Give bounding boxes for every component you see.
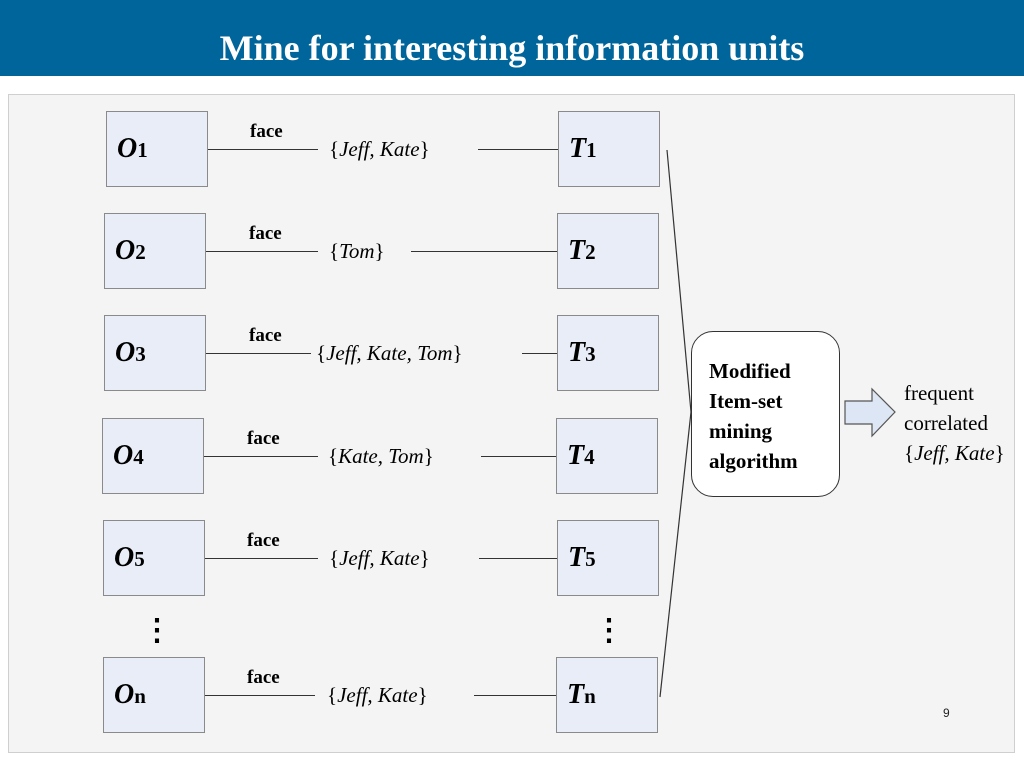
result-label: frequent correlated {Jeff, Kate} [904,381,1005,465]
object-node-o1: O1 [106,111,208,187]
transaction-node-t2: T2 [557,213,659,289]
edge-label-face-4: face [247,428,280,449]
edge-label-face-5: face [247,530,280,551]
edge-line-t1 [478,149,558,151]
edge-label-face-3: face [249,325,282,346]
result-arrow [844,387,896,438]
algorithm-label: Modified Item-set mining algorithm [709,359,798,473]
ellipsis-transactions: ⋮ [594,616,624,646]
set-label-n: {Jeff, Kate} [327,683,428,707]
edge-line-t5 [479,558,557,560]
object-node-o3: O3 [104,315,206,391]
object-node-on: On [103,657,205,733]
edge-line-o1 [208,149,318,151]
slide-title: Mine for interesting information units [219,28,805,68]
set-label-1: {Jeff, Kate} [329,137,430,161]
edge-line-o5 [205,558,318,560]
algorithm-box: Modified Item-set mining algorithm [691,331,840,497]
edge-line-tn [474,695,556,697]
page-number: 9 [943,706,950,720]
transaction-node-t5: T5 [557,520,659,596]
edge-line-t3 [522,353,557,355]
transaction-node-t1: T1 [558,111,660,187]
set-label-5: {Jeff, Kate} [329,546,430,570]
edge-line-t4 [481,456,556,458]
edge-line-on [205,695,315,697]
edge-label-face-n: face [247,667,280,688]
converge-line-bottom [659,411,692,698]
set-label-4: {Kate, Tom} [328,444,434,468]
set-label-2: {Tom} [329,239,385,263]
edge-line-o4 [204,456,318,458]
edge-label-face-2: face [249,223,282,244]
edge-line-t2 [411,251,557,253]
set-label-3: {Jeff, Kate, Tom} [316,341,463,365]
transaction-node-tn: Tn [556,657,658,733]
title-bar [0,0,1024,76]
transaction-node-t3: T3 [557,315,659,391]
transaction-node-t4: T4 [556,418,658,494]
edge-line-o3 [206,353,311,355]
object-node-o4: O4 [102,418,204,494]
edge-line-o2 [206,251,318,253]
ellipsis-objects: ⋮ [142,616,172,646]
edge-label-face-1: face [250,121,283,142]
object-node-o2: O2 [104,213,206,289]
object-node-o5: O5 [103,520,205,596]
converge-line-top [666,149,692,413]
